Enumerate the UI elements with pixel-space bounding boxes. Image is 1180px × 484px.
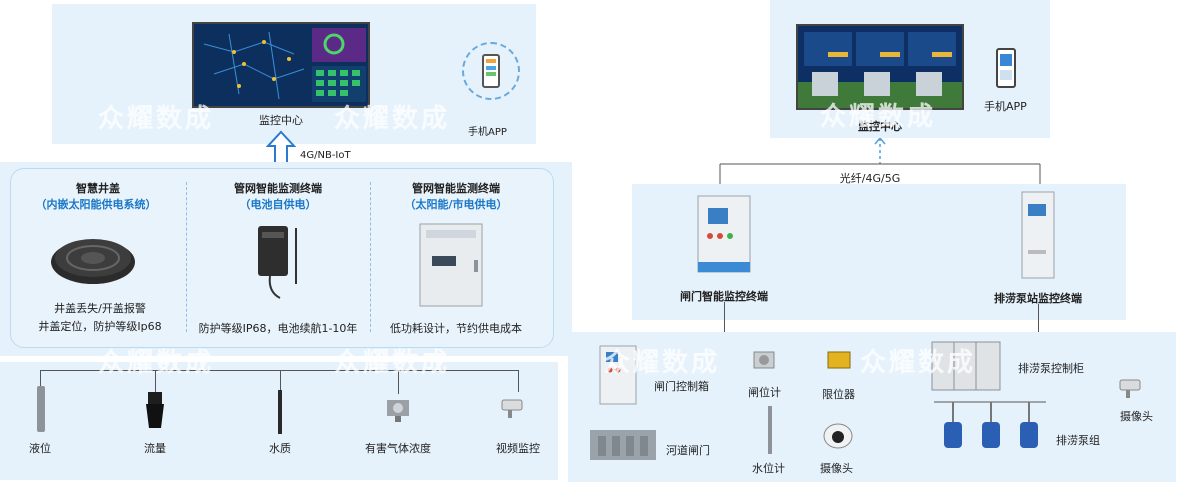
right-bottom-panel: [568, 332, 1176, 482]
left-mobile-circle: [462, 42, 520, 100]
right-monitor-screen: [796, 24, 964, 110]
gate-control-box-image: [599, 345, 637, 405]
gate-camera-image: [823, 423, 853, 449]
watermark: 众耀数成: [604, 348, 721, 378]
pump-group-label: 排涝泵组: [1056, 434, 1100, 447]
divider: [186, 182, 187, 332]
pump-terminal-label: 排涝泵站监控终端: [994, 292, 1082, 305]
left-mobile-app-label: 手机APP: [468, 127, 507, 138]
solar-terminal-image: [419, 223, 483, 307]
left-phone-icon: [482, 54, 500, 88]
bus-line: [518, 370, 519, 392]
device3-title: 管网智能监测终端: [412, 182, 500, 195]
device1-subtitle: （内嵌太阳能供电系统）: [35, 198, 157, 211]
gate-camera-label: 摄像头: [820, 462, 853, 475]
sensor-label-level: 液位: [29, 442, 51, 455]
device3-desc1: 低功耗设计，节约供电成本: [390, 322, 522, 335]
bus-line: [398, 370, 399, 394]
limiter-image: [827, 351, 851, 369]
right-monitor-center-label: 监控中心: [858, 120, 902, 133]
water-meter-label: 水位计: [752, 462, 785, 475]
gate-terminal-image: [697, 195, 751, 273]
gate-control-box-label: 闸门控制箱: [654, 380, 709, 393]
pump-terminal-image: [1021, 191, 1055, 279]
watermark: 众耀数成: [334, 104, 451, 134]
river-gate-label: 河道闸门: [666, 444, 710, 457]
device3-subtitle: （太阳能/市电供电）: [404, 198, 508, 211]
watermark: 众耀数成: [860, 348, 977, 378]
divider: [370, 182, 371, 332]
pump-control-cabinet-image: [931, 341, 1001, 391]
water-meter-image: [768, 406, 772, 454]
flow-sensor-icon: [146, 392, 164, 428]
bus-line: [280, 370, 281, 390]
device2-subtitle: （电池自供电）: [239, 198, 317, 211]
watermark: 众耀数成: [98, 348, 215, 378]
pump-camera-image: [1119, 379, 1141, 398]
device2-desc1: 防护等级IP68，电池续航1-10年: [198, 322, 358, 335]
right-phone-icon: [996, 48, 1016, 88]
right-connector: [719, 138, 1041, 186]
left-monitor-center-label: 监控中心: [259, 114, 303, 127]
device1-desc2: 井盖定位，防护等级Ip68: [38, 320, 162, 333]
bus-line: [40, 370, 518, 371]
pump-control-cabinet-label: 排涝泵控制柜: [1018, 362, 1084, 375]
gate-meter-label: 闸位计: [748, 386, 781, 399]
sensor-label-flow: 流量: [144, 442, 166, 455]
gas-sensor-icon: [387, 400, 409, 422]
connector: [724, 302, 725, 332]
sensor-label-gas: 有害气体浓度: [365, 442, 431, 455]
sensor-label-video: 视频监控: [496, 442, 540, 455]
gate-terminal-label: 闸门智能监控终端: [680, 290, 768, 303]
limiter-label: 限位器: [822, 388, 855, 401]
watermark: 众耀数成: [98, 104, 215, 134]
video-camera-icon: [501, 399, 523, 418]
manhole-cover-image: [51, 239, 135, 284]
left-monitor-screen: [192, 22, 370, 108]
left-link-label: 4G/NB-IoT: [300, 150, 351, 161]
device2-title: 管网智能监测终端: [234, 182, 322, 195]
right-mobile-app-label: 手机APP: [984, 100, 1027, 113]
watermark: 众耀数成: [820, 102, 937, 132]
connector: [1038, 304, 1039, 332]
right-link-label: 光纤/4G/5G: [839, 172, 901, 185]
bus-line: [155, 370, 156, 392]
device1-title: 智慧井盖: [76, 182, 120, 195]
sensor-label-quality: 水质: [269, 442, 291, 455]
water-quality-sensor-icon: [278, 390, 282, 434]
pump-camera-label: 摄像头: [1120, 410, 1153, 423]
gate-meter-image: [753, 351, 775, 369]
watermark: 众耀数成: [334, 348, 451, 378]
battery-terminal-image: [258, 226, 297, 299]
bus-line: [40, 370, 41, 386]
pump-group-image: [934, 401, 1046, 448]
river-gate-image: [590, 430, 656, 460]
device1-desc1: 井盖丢失/开盖报警: [54, 302, 146, 315]
level-sensor-icon: [37, 386, 45, 432]
